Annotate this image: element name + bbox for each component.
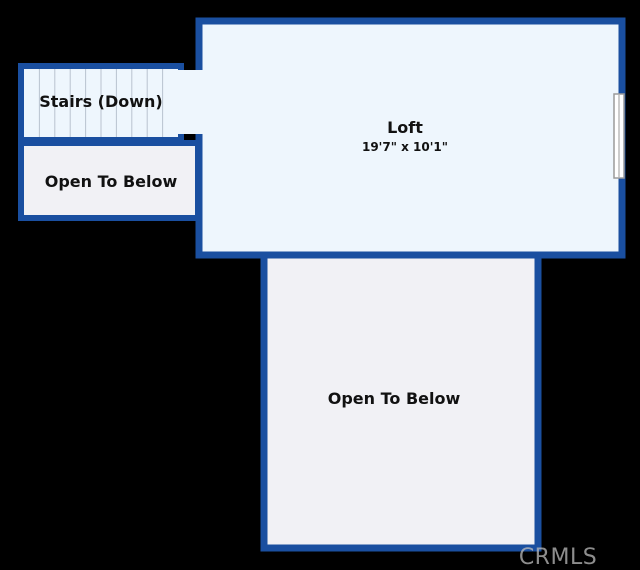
loft-dimensions: 19'7" x 10'1" [362,140,448,154]
open-to-below-large [260,251,542,552]
watermark-text: CRMLS [519,545,597,570]
open-to-below-small [18,140,201,221]
stairs-loft-opening [177,70,204,134]
open-large-label: Open To Below [328,389,461,408]
stair-treads [38,69,164,137]
open-small-label: Open To Below [45,172,178,191]
stairs-label: Stairs (Down) [39,92,163,111]
loft-room [195,17,626,259]
loft-label: Loft [387,118,423,137]
